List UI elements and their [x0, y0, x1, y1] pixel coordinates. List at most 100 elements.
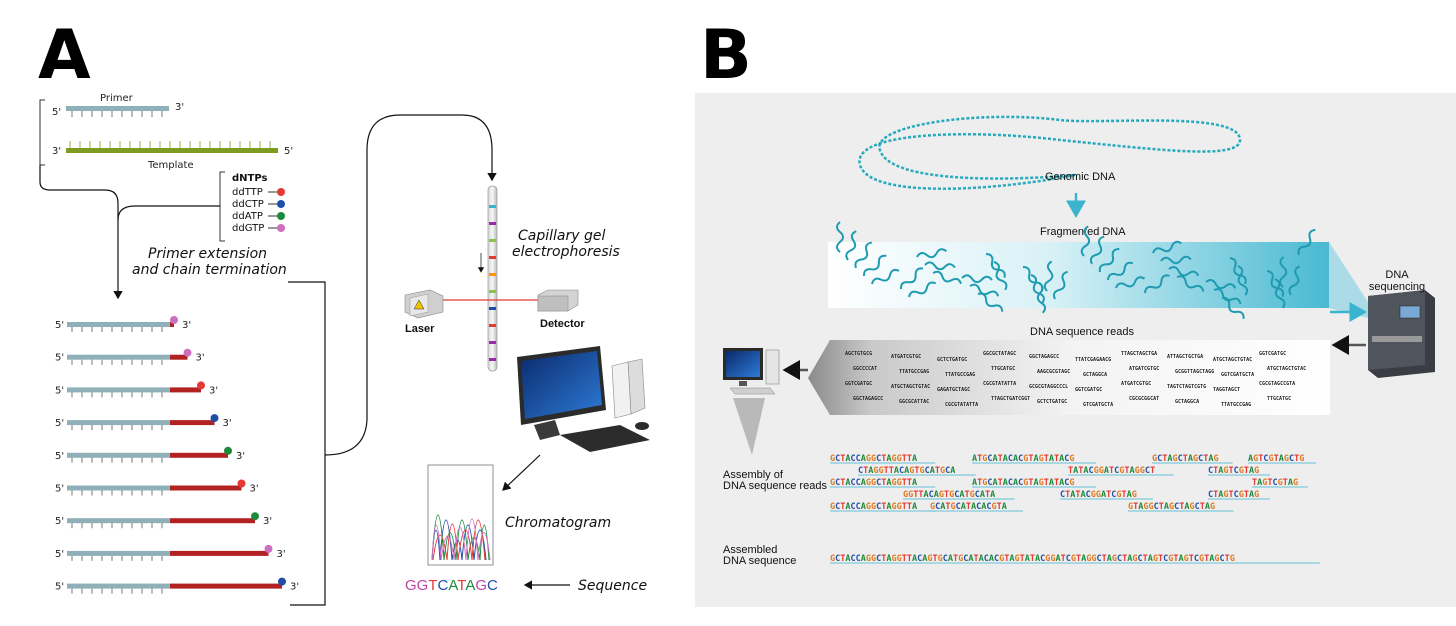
sequence-read: CGCGTAGCCGTA: [1259, 381, 1295, 387]
primer-strand: 5' Primer 3': [52, 93, 184, 118]
fragment-five-prime: 5': [55, 549, 64, 560]
sequence-read: GGTCGATGC: [1075, 387, 1102, 393]
assembly-read: TATACGGATCGTAGGCT: [1068, 466, 1155, 476]
assembled-sequence: GCTACCAGGCTAGGTTACAGTGCATGCATACACGTAGTAT…: [830, 554, 1320, 564]
fragment: 5' 3': [55, 414, 232, 431]
assembled-sequence-text: GCTACCAGGCTAGGTTACAGTGCATGCATACACGTAGTAT…: [830, 554, 1235, 564]
fragment-five-prime: 5': [55, 353, 64, 364]
sequence-read: GCTCTGATGC: [1037, 399, 1067, 405]
chromatogram-image: [427, 464, 494, 566]
sequence-read: TTAGCTGATCGGT: [991, 396, 1030, 402]
assembly-read: GCTACCAGGCTAGGTTA: [830, 502, 917, 512]
assembly-read: GCTACCAGGCTAGGTTA: [830, 478, 917, 488]
fragment-list: 5'3'5'3'5'3'5'3'5'3'5'3'5'3'5'3'5'3': [55, 316, 299, 594]
fragment-three-prime: 3': [196, 353, 205, 364]
reads-list: AGCTGTGCG ATGATCGTGC GCTCTGATGC GGCGCTATAGC…: [845, 351, 1306, 408]
capillary-label-line1: Capillary gel: [518, 228, 605, 244]
fragment-three-prime: 3': [263, 516, 272, 527]
capillary-tube: [477, 185, 498, 372]
ddntp-dot: [277, 188, 285, 196]
sequence-read: TTATGCCGAG: [1221, 402, 1251, 408]
assembly-read: ATGCATACACGTAGTATACG: [972, 478, 1075, 488]
sequence-read: GGCGCTATAGC: [983, 351, 1016, 357]
sequence-read: GCGGTTAGCTAGG: [1175, 369, 1214, 375]
laser-warning-icon: [413, 299, 425, 310]
sequence-read: GCTCTGATGC: [937, 357, 967, 363]
extension-label-line2: and chain termination: [132, 262, 287, 278]
assembly-label-line2: DNA sequence reads: [723, 480, 827, 492]
assembly-read: CTAGTCGTAG: [1208, 490, 1259, 500]
primer-three-prime: 3': [175, 102, 184, 113]
fragment: 5' 3': [55, 348, 205, 365]
ddntp-label: ddTTP: [232, 187, 263, 198]
fragment-five-prime: 5': [55, 582, 64, 593]
dntp-bracket: [219, 171, 225, 242]
sequence-read: GGCTAGAGCC: [853, 396, 883, 402]
fragment-five-prime: 5': [55, 385, 64, 396]
sequence-read: ATGCTAGCTGTAC: [1267, 366, 1306, 372]
sequence-read: CGCGCGGCAT: [1129, 396, 1159, 402]
dna-sequencing-label-line2: sequencing: [1369, 281, 1425, 293]
ddntp-label: ddGTP: [232, 223, 264, 234]
panel-a-letter: A: [38, 16, 91, 95]
flow-line-right: [117, 205, 220, 221]
template-bar: [66, 148, 278, 153]
fragment: 5'3': [55, 544, 286, 561]
fragment-terminator-dot: [183, 348, 192, 357]
primer-label: Primer: [100, 93, 134, 104]
fragment-three-prime: 3': [236, 451, 245, 462]
assembly-read: GGTTACAGTGCATGCATA: [903, 490, 995, 500]
sequence-read: AAGCGCGTAGC: [1037, 369, 1070, 375]
workstation-funnel: [733, 398, 765, 455]
sequence-read: GGCCCCAT: [853, 366, 877, 372]
assembly-rows: GCTACCAGGCTAGGTTA ATGCATACACGTAGTATACG GCT…: [830, 454, 1317, 512]
sequence-read: TTATGCCGAG: [945, 372, 975, 378]
flow-to-capillary: [324, 114, 497, 456]
fragment-five-prime: 5': [55, 418, 64, 429]
assembly-read: ATGCATACACGTAGTATACG: [972, 454, 1075, 464]
fragment-terminator-dot: [264, 544, 273, 553]
sequence-read: ATTAGCTGCTGA: [1167, 354, 1203, 360]
ddntp-dot: [277, 212, 285, 220]
sequence-read: AGCTGTGCG: [845, 351, 872, 357]
sequence-read: TTAGCTAGCTGA: [1121, 351, 1157, 357]
ddntp-label: ddATP: [232, 211, 263, 222]
dna-reads-label: DNA sequence reads: [1030, 326, 1134, 338]
dna-sequencing-label-line1: DNA: [1385, 269, 1409, 281]
template-ticks: [69, 141, 271, 148]
sequence-read: ATGATCGTGC: [891, 354, 921, 360]
laser-label: Laser: [405, 323, 435, 335]
fragment-five-prime: 5': [55, 516, 64, 527]
extension-label-line1: Primer extension: [148, 246, 267, 262]
template-label: Template: [147, 160, 194, 171]
primer-bar: [66, 106, 169, 111]
fragment-three-prime: 3': [290, 582, 299, 593]
sequence-read: TAGGTAGCT: [1213, 387, 1240, 393]
reads-panel: [808, 340, 1330, 415]
assembly-read: GCTACCAGGCTAGGTTA: [830, 454, 917, 464]
sequence-read: ATGCTAGCTGTAC: [891, 384, 930, 390]
fragment: 5'3': [55, 316, 191, 332]
computer-icon: [517, 346, 650, 452]
sequence-read: GAGATGCTAGC: [937, 387, 970, 393]
assembly-read: CTAGTCGTAG: [1208, 466, 1259, 476]
fragment: 5'3': [55, 381, 218, 398]
flow-line-left: [39, 165, 123, 300]
sequence-read: TTGCATGC: [991, 366, 1015, 372]
sequence-read: CGCGTATATTA: [983, 381, 1016, 387]
fragment-three-prime: 3': [223, 418, 232, 429]
fragment: 5' 3': [55, 512, 272, 529]
fragment-terminator-dot: [197, 381, 205, 390]
ddntp-dot: [277, 224, 285, 232]
template-three-prime: 3': [52, 146, 61, 157]
fragment-terminator-dot: [170, 316, 178, 324]
ddntp-dot: [277, 200, 285, 208]
ddntp-label: ddCTP: [232, 199, 264, 210]
sequence-read: GGTCGATGCTA: [1221, 372, 1254, 378]
sequence-read: GCGCGTAGGCCCL: [1029, 384, 1068, 390]
sequence-read: ATGCTAGCTGTAC: [1213, 357, 1252, 363]
dntps-label: dNTPs: [232, 173, 268, 184]
fragment-terminator-dot: [210, 414, 219, 423]
genomic-dna-helix: [858, 115, 1242, 191]
